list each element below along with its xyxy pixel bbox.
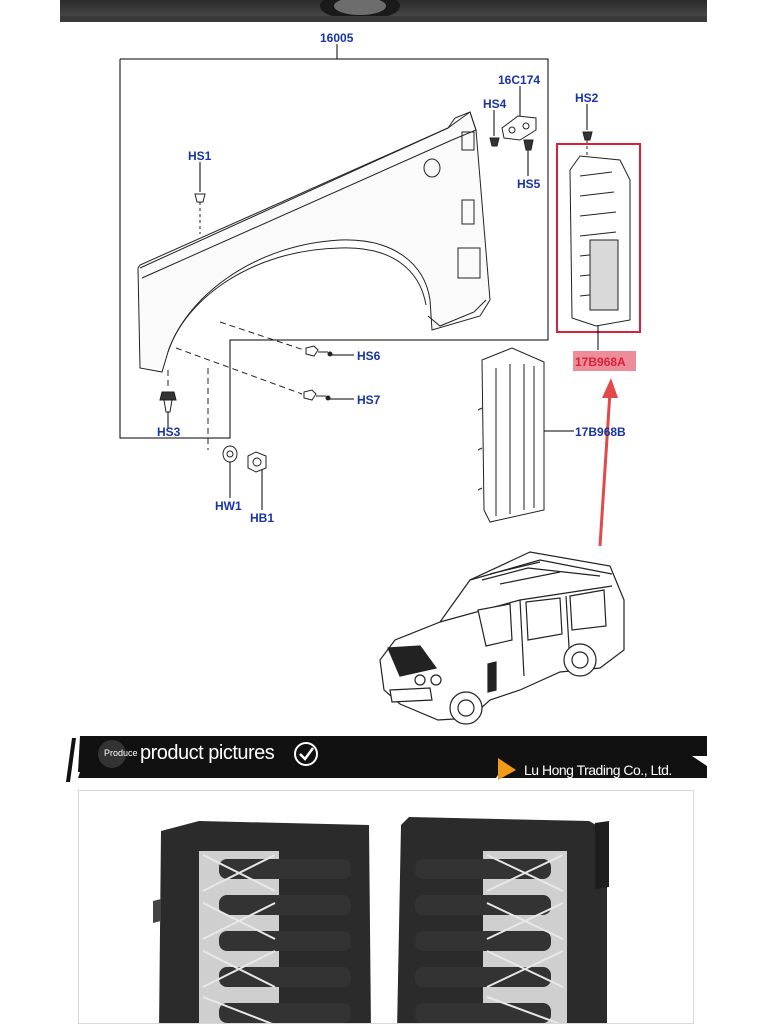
produce-badge: Produce bbox=[104, 748, 138, 758]
label-17b968b: 17B968B bbox=[575, 425, 626, 439]
vent-a-label-bg bbox=[573, 351, 636, 371]
assembly-frame bbox=[119, 58, 549, 439]
vent-17b968b bbox=[477, 347, 545, 523]
screw-hs1 bbox=[194, 193, 206, 234]
right-vent-grille bbox=[397, 817, 609, 1023]
parts-diagram: 16005 16C174 HS1 HS2 HS3 HS4 HS5 HS6 HS7… bbox=[0, 22, 768, 736]
label-hw1: HW1 bbox=[215, 499, 242, 513]
label-hs4: HS4 bbox=[483, 97, 507, 111]
label-hb1: HB1 bbox=[250, 511, 274, 525]
company-name: Lu Hong Trading Co., Ltd. bbox=[524, 762, 672, 778]
clip-hs3 bbox=[159, 391, 177, 413]
label-hs5: HS5 bbox=[517, 177, 541, 191]
banner-shape bbox=[66, 736, 707, 782]
nut-hb1 bbox=[247, 451, 267, 473]
car-photo-crop bbox=[60, 0, 707, 22]
label-16c174: 16C174 bbox=[498, 73, 540, 87]
left-vent-grille bbox=[153, 821, 371, 1023]
screw-hs4 bbox=[489, 137, 500, 147]
banner-title: product pictures bbox=[140, 742, 275, 764]
top-photo-strip bbox=[60, 0, 707, 22]
label-hs6: HS6 bbox=[357, 349, 381, 363]
parts-diagram-svg: 16005 16C174 HS1 HS2 HS3 HS4 HS5 HS6 HS7… bbox=[119, 31, 641, 725]
dashed-guides bbox=[167, 321, 305, 450]
vent-grilles-photo bbox=[153, 817, 609, 1023]
product-pictures-banner: Produce product pictures Lu Hong Trading… bbox=[0, 734, 768, 784]
product-photo bbox=[78, 790, 694, 1024]
label-hs7: HS7 bbox=[357, 393, 381, 407]
red-arrow bbox=[598, 378, 618, 547]
fender-panel bbox=[137, 111, 491, 373]
label-hs3: HS3 bbox=[157, 425, 181, 439]
label-hs1: HS1 bbox=[188, 149, 212, 163]
screw-hs6 bbox=[305, 345, 333, 357]
label-17b968a: 17B968A bbox=[575, 355, 626, 369]
bracket-16c174 bbox=[501, 115, 537, 141]
label-hs2: HS2 bbox=[575, 91, 599, 105]
screw-hs5 bbox=[523, 139, 534, 151]
label-16005: 16005 bbox=[320, 31, 354, 45]
washer-hw1 bbox=[222, 445, 238, 463]
vent-17b968a bbox=[569, 155, 631, 327]
screw-hs2 bbox=[582, 131, 593, 160]
screw-hs7 bbox=[303, 389, 331, 401]
vehicle-illustration bbox=[379, 551, 625, 725]
